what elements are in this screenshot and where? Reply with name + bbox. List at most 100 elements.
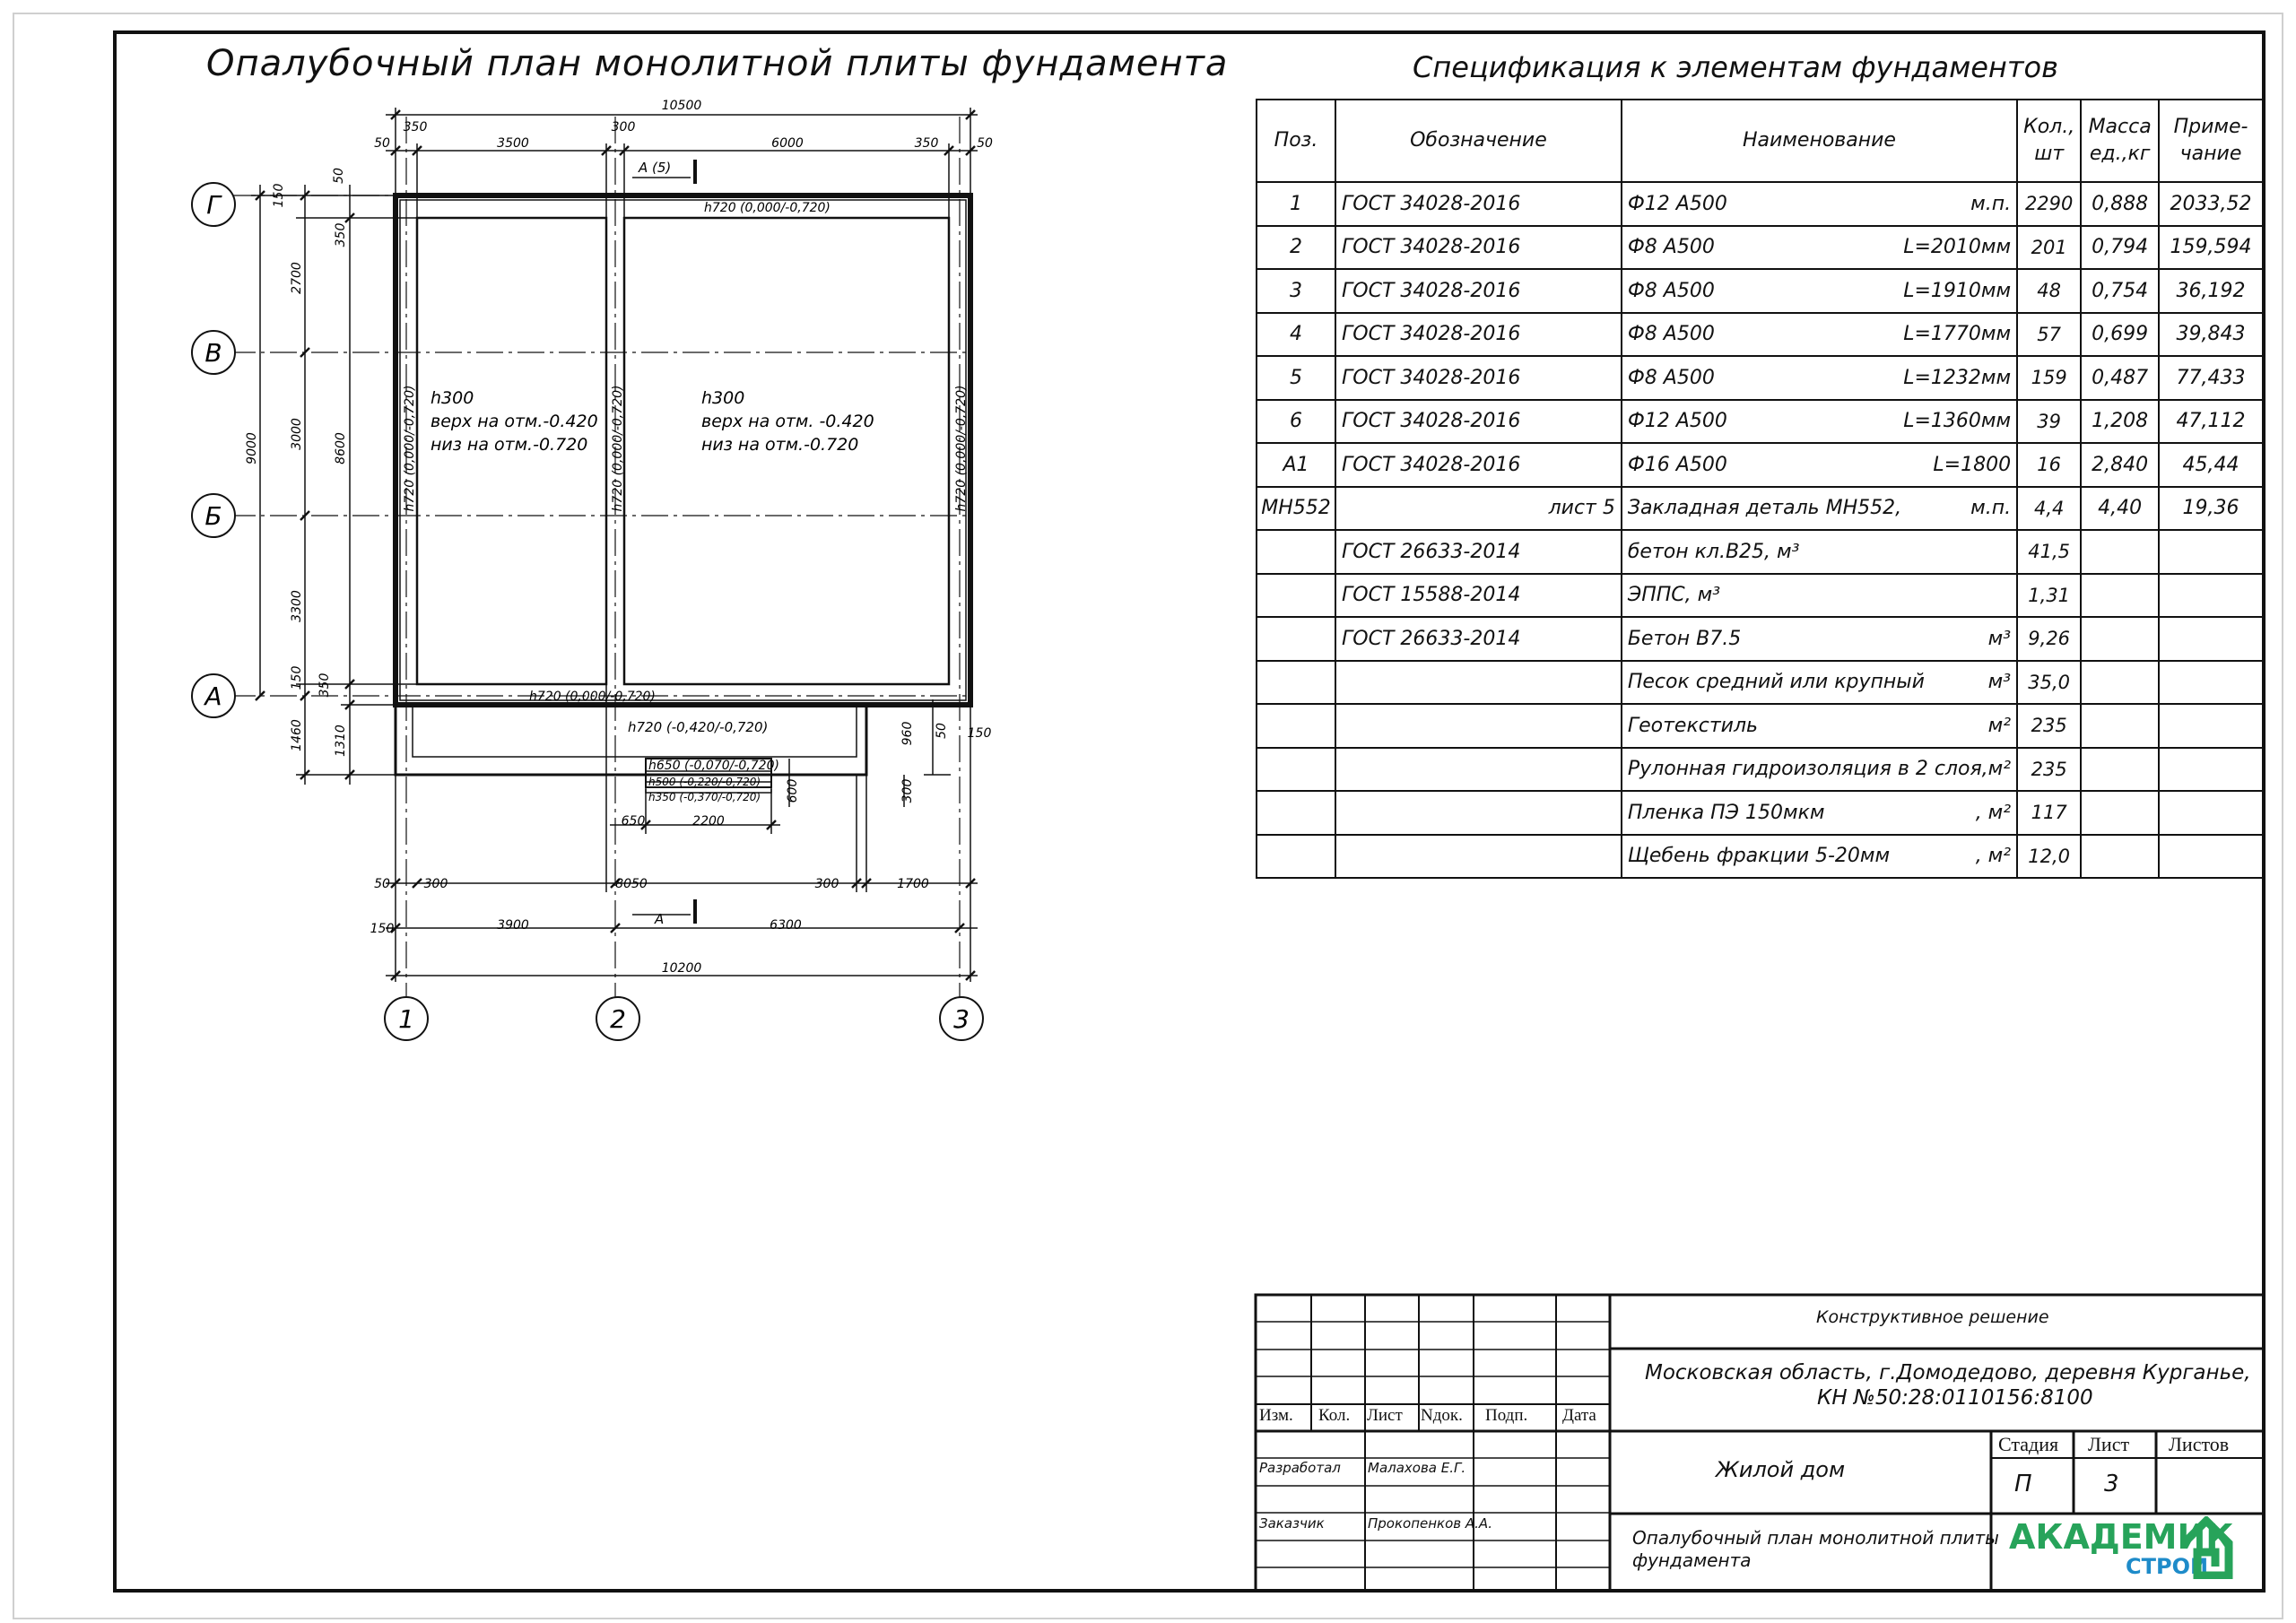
spec-cell-name: Закладная деталь МН552,м.п. — [1620, 485, 2019, 531]
spec-cell-mass: 0,794 — [2080, 224, 2161, 270]
spec-title: Спецификация к элементам фундаментов — [1413, 50, 2058, 84]
spec-table: Поз. Обозначение Наименование Кол.,шт Ма… — [1255, 99, 2264, 879]
dim-text: 3300 — [290, 590, 304, 622]
spec-cell-pos: МН552 — [1255, 485, 1337, 531]
spec-name-text: Ф8 А500 — [1627, 279, 1715, 302]
axis-label-1: 1 — [398, 1004, 414, 1034]
h-annotation-right: h720 (0,000/-0,720) — [954, 386, 969, 512]
spec-cell-mass — [2080, 659, 2161, 705]
spec-name-wrap: Ф8 А500 L=1232мм — [1628, 367, 2011, 389]
dim-text: 50 — [332, 168, 346, 184]
spec-cell-qty: 117 — [2016, 790, 2083, 836]
spec-cell-mass — [2080, 703, 2161, 749]
spec-cell-desig — [1335, 746, 1622, 792]
spec-cell-desig: лист 5 — [1335, 485, 1622, 531]
axis-label-b: Б — [204, 501, 222, 531]
spec-cell-note: 2033,52 — [2158, 181, 2264, 227]
dim-text: 600 — [786, 779, 800, 803]
spec-name-wrap: Пленка ПЭ 150мкм, м² — [1628, 802, 2011, 824]
spec-cell-pos: 3 — [1255, 268, 1337, 314]
spec-cell-mass — [2080, 790, 2161, 836]
spec-name-text: ЭППС, м³ — [1627, 584, 1721, 607]
spec-cell-qty: 41,5 — [2016, 529, 2083, 575]
h-annotation-mid: h720 (0,000/-0,720) — [611, 386, 625, 512]
h-annotation-bottom: h720 (0,000/-0,720) — [529, 690, 656, 704]
dim-text: 6000 — [771, 136, 804, 151]
slab-note: низ на отм.-0.720 — [701, 435, 858, 455]
spec-cell-name: Пленка ПЭ 150мкм, м² — [1620, 790, 2019, 836]
customer-label: Заказчик — [1259, 1515, 1325, 1532]
h-annotation-step: h350 (-0,370/-0,720) — [648, 791, 761, 803]
stamp-col-data: Дата — [1562, 1406, 1596, 1425]
dim-text: 10200 — [662, 961, 702, 976]
spec-name-text: Ф16 А500 — [1627, 453, 1727, 476]
spec-cell-mass: 2,840 — [2080, 442, 2161, 488]
slab-note: верх на отм.-0.420 — [430, 412, 598, 431]
spec-name-extra: L=1232мм — [1903, 366, 2012, 389]
plan-title: Опалубочный план монолитной плиты фундам… — [206, 43, 1229, 84]
dim-text: 300 — [424, 877, 448, 891]
spec-header-qty: Кол., шт — [2016, 99, 2083, 183]
spec-cell-note — [2158, 529, 2264, 575]
house-icon — [2180, 1516, 2233, 1579]
dim-text: 3900 — [497, 918, 529, 933]
spec-cell-mass — [2080, 616, 2161, 662]
spec-cell-name: Щебень фракции 5-20мм, м² — [1620, 833, 2019, 879]
sheet-value: 3 — [2104, 1471, 2119, 1497]
spec-cell-mass: 0,699 — [2080, 311, 2161, 357]
spec-header-qty-line: Кол., — [2023, 116, 2075, 138]
spec-cell-desig — [1335, 833, 1622, 879]
spec-cell-pos: 6 — [1255, 398, 1337, 444]
dim-text: 9000 — [245, 432, 259, 464]
spec-cell-pos: 1 — [1255, 181, 1337, 227]
spec-cell-note — [2158, 833, 2264, 879]
spec-cell-mass: 0,888 — [2080, 181, 2161, 227]
spec-name-wrap: Рулонная гидроизоляция в 2 слоя,м² — [1628, 758, 2011, 780]
spec-cell-name: Ф8 А500 L=1232мм — [1620, 355, 2019, 401]
spec-cell-mass — [2080, 746, 2161, 792]
spec-header-qty-line: шт — [2034, 143, 2065, 165]
spec-cell-mass — [2080, 572, 2161, 618]
spec-name-extra: м³ — [1987, 627, 2012, 650]
spec-name-extra: L=1800 — [1933, 453, 2012, 476]
spec-header-mass-line: ед.,кг — [2089, 143, 2151, 165]
dim-text: 150 — [968, 726, 992, 741]
spec-cell-desig: ГОСТ 26633-2014 — [1335, 529, 1622, 575]
dim-text: 3500 — [497, 136, 529, 151]
spec-cell-desig: ГОСТ 34028-2016 — [1335, 181, 1622, 227]
axis-label-g: Г — [206, 190, 222, 220]
spec-cell-qty: 235 — [2016, 703, 2083, 749]
stamp-col-izm: Изм. — [1259, 1406, 1293, 1425]
spec-cell-note — [2158, 616, 2264, 662]
dim-text: 2700 — [290, 262, 304, 294]
drawing-name-line1: Опалубочный план монолитной плиты — [1632, 1527, 1999, 1549]
spec-cell-mass: 0,487 — [2080, 355, 2161, 401]
spec-cell-qty: 235 — [2016, 746, 2083, 792]
spec-name-text: Ф12 А500 — [1627, 410, 1727, 433]
spec-name-wrap: ЭППС, м³ — [1628, 584, 2011, 606]
dim-text: 300 — [815, 877, 839, 891]
stamp-address-line1: Московская область, г.Домодедово, деревн… — [1645, 1361, 2251, 1384]
spec-cell-note: 45,44 — [2158, 442, 2264, 488]
spec-header-row: Поз. Обозначение Наименование Кол.,шт Ма… — [1255, 99, 2264, 183]
dim-text: 650 — [622, 814, 646, 829]
slab-note: верх на отм. -0.420 — [701, 412, 874, 431]
spec-name-text: Ф8 А500 — [1627, 366, 1715, 389]
spec-name-text: Закладная деталь МН552, — [1627, 497, 1902, 520]
axis-label-3: 3 — [953, 1004, 970, 1034]
customer-name: Прокопенков А.А. — [1368, 1515, 1492, 1532]
spec-name-wrap: Ф16 А500 L=1800 — [1628, 454, 2011, 476]
